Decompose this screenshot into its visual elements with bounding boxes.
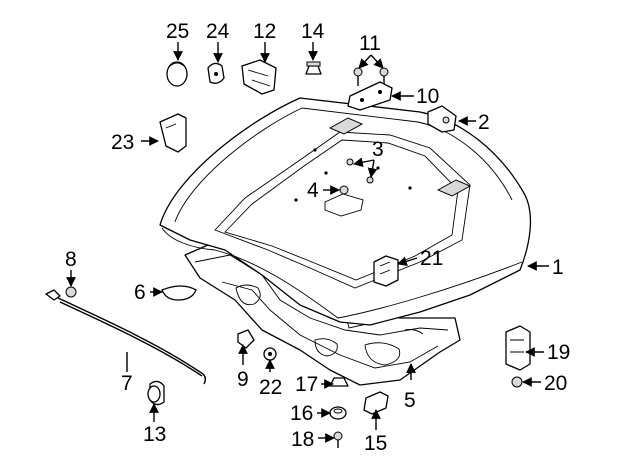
part-7-prop-rod <box>45 289 207 385</box>
part-19-latch <box>505 325 531 371</box>
callout-25: 25 <box>166 20 189 43</box>
part-21-striker <box>373 255 399 287</box>
callout-21: 21 <box>420 247 443 270</box>
callout-8: 8 <box>65 248 77 271</box>
callout-15: 15 <box>364 432 387 455</box>
callout-24: 24 <box>206 20 230 43</box>
part-8-clip <box>65 286 77 298</box>
callout-12: 12 <box>253 20 276 43</box>
part-9-clip <box>237 329 255 349</box>
callout-13: 13 <box>143 423 166 446</box>
part-6-handle <box>161 285 197 301</box>
callout-16: 16 <box>290 402 313 425</box>
callout-3: 3 <box>372 138 384 161</box>
part-25-bumper <box>166 61 188 87</box>
part-2-bracket <box>427 105 457 133</box>
callout-11: 11 <box>359 32 381 55</box>
part-13-grommet <box>147 380 165 406</box>
callout-22: 22 <box>259 376 282 399</box>
part-16-grommet <box>329 406 347 420</box>
callout-6: 6 <box>134 281 146 304</box>
part-11-bolts <box>353 67 389 86</box>
callout-17: 17 <box>295 373 318 396</box>
callout-7: 7 <box>121 372 133 395</box>
part-24-clip <box>207 62 225 84</box>
part-15-bracket <box>363 391 389 415</box>
callout-20: 20 <box>544 372 567 395</box>
leader-lines <box>66 42 549 443</box>
callout-18: 18 <box>291 428 314 451</box>
part-22-rivet <box>263 347 277 361</box>
callout-1: 1 <box>552 256 564 279</box>
part-3-screws <box>346 158 374 184</box>
callout-10: 10 <box>416 85 439 108</box>
part-12-latch <box>241 59 277 95</box>
callout-19: 19 <box>547 341 570 364</box>
part-10-hinge <box>347 81 393 111</box>
callout-4: 4 <box>307 179 319 202</box>
callout-23: 23 <box>111 131 134 154</box>
part-18-screw <box>333 431 343 448</box>
hood-panel <box>159 97 532 326</box>
part-14-nut <box>305 61 322 75</box>
part-23-bracket <box>159 113 187 153</box>
part-4-bumper <box>339 185 349 195</box>
callout-9: 9 <box>237 368 249 391</box>
part-17-nut <box>329 377 349 387</box>
part-20-nut <box>511 376 523 388</box>
callout-14: 14 <box>301 20 325 43</box>
callout-2: 2 <box>478 111 490 134</box>
callout-5: 5 <box>404 389 416 412</box>
